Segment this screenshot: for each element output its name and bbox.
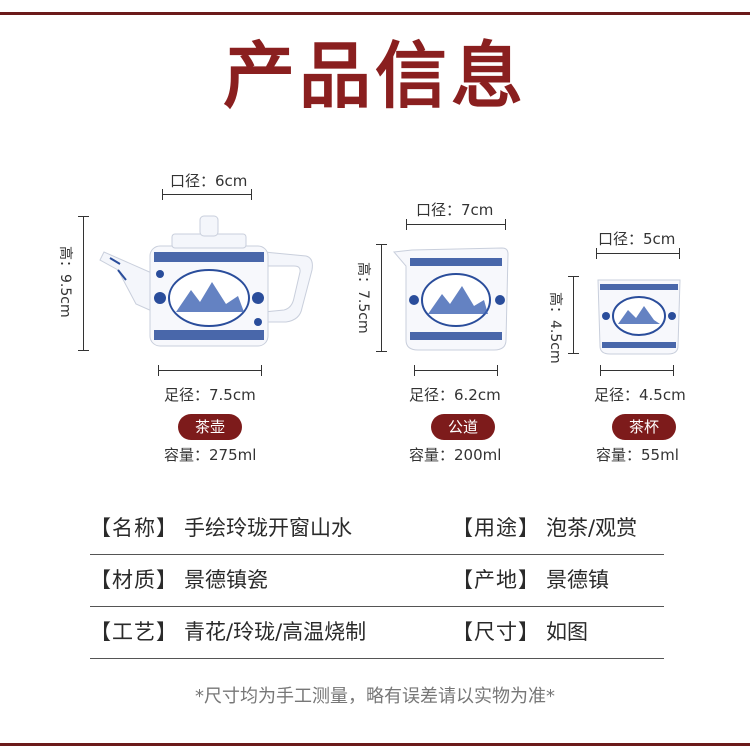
top-border: [0, 12, 750, 15]
foot-label: 足径：7.5cm: [164, 386, 256, 404]
mouth-label: 口径：5cm: [598, 230, 676, 248]
foot-dimension-line: [414, 365, 498, 376]
foot-label: 足径：4.5cm: [594, 386, 686, 404]
height-dimension-line: [568, 276, 579, 354]
spec-key: 【材质】: [90, 568, 178, 592]
spec-value: 景德镇: [546, 568, 609, 592]
height-label: 高：9.5cm: [57, 246, 73, 318]
foot-dimension-line: [158, 365, 262, 376]
capacity-label: 容量：275ml: [164, 446, 257, 464]
height-label: 高：7.5cm: [355, 262, 371, 334]
spec-value: 泡茶/观赏: [546, 516, 638, 540]
mouth-dimension-line: [596, 248, 680, 259]
mouth-label: 口径：7cm: [416, 201, 494, 219]
mouth-dimension-line: [162, 189, 252, 200]
foot-label: 足径：6.2cm: [409, 386, 501, 404]
spec-key: 【用途】: [452, 516, 540, 540]
capacity-label: 容量：200ml: [409, 446, 502, 464]
spec-value: 手绘玲珑开窗山水: [184, 516, 352, 540]
spec-row: 【名称】 手绘玲珑开窗山水 【用途】 泡茶/观赏: [90, 502, 664, 555]
height-dimension-line: [78, 216, 89, 351]
fair-cup-icon: [393, 247, 509, 351]
spec-value: 如图: [546, 620, 588, 644]
spec-row: 【工艺】 青花/玲珑/高温烧制 【尺寸】 如图: [90, 606, 664, 659]
spec-row: 【材质】 景德镇瓷 【产地】 景德镇: [90, 554, 664, 607]
bottom-border: [0, 743, 750, 746]
product-name-badge: 茶壶: [178, 414, 242, 440]
spec-key: 【尺寸】: [452, 620, 540, 644]
capacity-label: 容量：55ml: [596, 446, 679, 464]
product-name-badge: 茶杯: [612, 414, 676, 440]
teacup-icon: [597, 279, 681, 355]
spec-value: 景德镇瓷: [184, 568, 268, 592]
spec-value: 青花/玲珑/高温烧制: [184, 620, 367, 644]
height-label: 高：4.5cm: [547, 292, 563, 364]
measurement-note: *尺寸均为手工测量，略有误差请以实物为准*: [195, 686, 555, 707]
mouth-label: 口径：6cm: [170, 172, 248, 190]
product-name-badge: 公道: [431, 414, 495, 440]
teapot-icon: [99, 215, 313, 347]
height-dimension-line: [376, 244, 387, 352]
page-title: 产品信息: [222, 33, 527, 118]
spec-key: 【工艺】: [90, 620, 178, 644]
spec-key: 【产地】: [452, 568, 540, 592]
foot-dimension-line: [600, 365, 674, 376]
spec-key: 【名称】: [90, 516, 178, 540]
mouth-dimension-line: [406, 219, 506, 230]
